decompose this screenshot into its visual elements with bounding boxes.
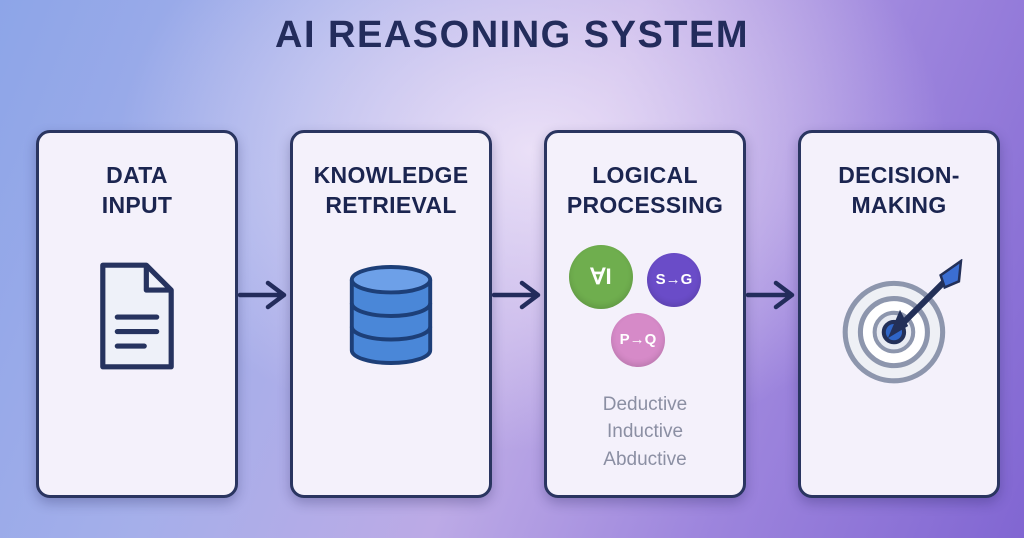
card-knowledge-retrieval-title: KNOWLEDGE RETRIEVAL bbox=[314, 161, 469, 221]
logic-symbol-label: ∀I bbox=[590, 263, 612, 289]
arrow-right-icon-svg bbox=[491, 280, 541, 310]
database-icon bbox=[342, 259, 440, 371]
card-knowledge-retrieval: KNOWLEDGE RETRIEVAL bbox=[290, 130, 492, 498]
database-icon-svg bbox=[349, 264, 433, 365]
card-title-line: DECISION- bbox=[838, 162, 960, 188]
card-decision-making-title: DECISION- MAKING bbox=[838, 161, 960, 221]
reasoning-type: Abductive bbox=[603, 448, 687, 470]
target-icon bbox=[833, 258, 965, 391]
arrow-right-icon bbox=[491, 279, 544, 311]
cards-row: DATA INPUT KNOWLEDGE RETRIEVAL bbox=[36, 130, 1000, 498]
card-logical-processing: LOGICAL PROCESSING ∀I S→G P→Q Deductive … bbox=[544, 130, 746, 498]
card-logical-processing-title: LOGICAL PROCESSING bbox=[567, 161, 723, 221]
logic-symbol-label: S→G bbox=[655, 271, 693, 289]
card-title-line: LOGICAL bbox=[592, 162, 698, 188]
card-decision-making: DECISION- MAKING bbox=[798, 130, 1000, 498]
card-title-line: MAKING bbox=[851, 191, 947, 218]
arrow-right-icon bbox=[745, 279, 798, 311]
card-title-line: KNOWLEDGE bbox=[313, 162, 469, 188]
logic-symbol-purple-circle: S→G bbox=[647, 252, 701, 307]
logic-symbol-green-circle: ∀I bbox=[569, 244, 633, 309]
card-title-line: RETRIEVAL bbox=[325, 191, 457, 218]
card-title-line: DATA bbox=[106, 162, 168, 188]
target-icon-svg bbox=[842, 258, 963, 384]
logic-symbol-label: P→Q bbox=[619, 331, 657, 349]
card-title-line: INPUT bbox=[101, 191, 173, 218]
document-icon bbox=[90, 259, 184, 373]
arrow-right-icon bbox=[237, 279, 290, 311]
reasoning-type: Deductive bbox=[602, 393, 688, 415]
arrow-right-icon-svg bbox=[237, 280, 287, 310]
document-icon-svg bbox=[100, 262, 174, 370]
card-data-input: DATA INPUT bbox=[36, 130, 238, 498]
logic-symbols: ∀I S→G P→Q bbox=[555, 244, 735, 371]
card-data-input-title: DATA INPUT bbox=[102, 161, 173, 221]
arrow-right-icon-svg bbox=[745, 280, 795, 310]
diagram-title: AI REASONING SYSTEM bbox=[275, 14, 749, 56]
reasoning-type: Inductive bbox=[606, 421, 684, 443]
card-title-line: PROCESSING bbox=[566, 191, 724, 218]
reasoning-types-list: Deductive Inductive Abductive bbox=[603, 391, 688, 474]
logic-symbol-pink-circle: P→Q bbox=[611, 312, 665, 367]
